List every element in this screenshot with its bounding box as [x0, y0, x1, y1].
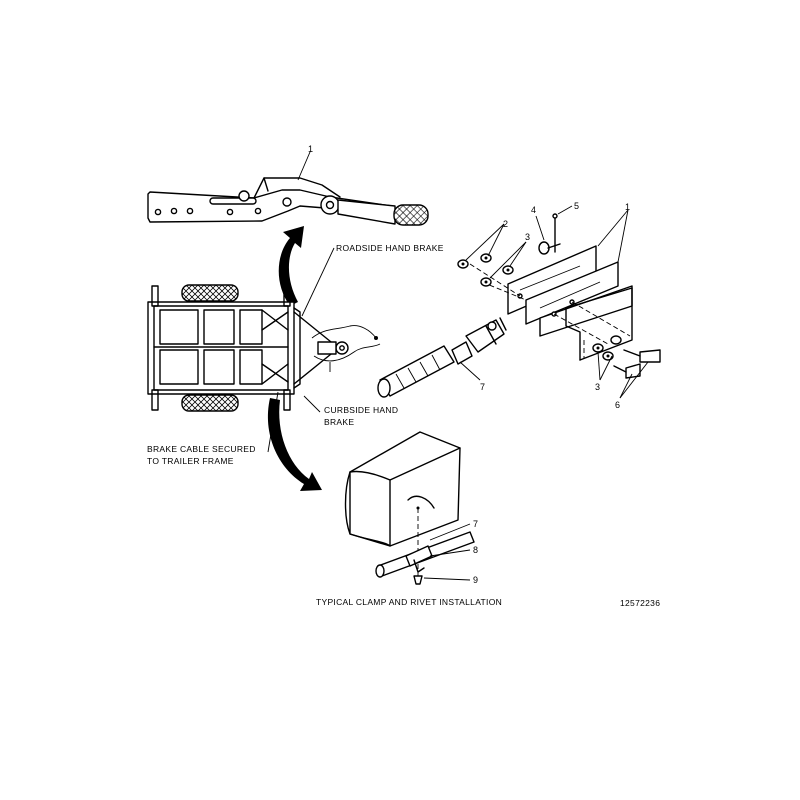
curved-arrow-up-icon	[278, 226, 304, 306]
roadside-hand-brake-label: ROADSIDE HAND BRAKE	[336, 243, 444, 253]
hand-brake-lever	[147, 177, 429, 226]
typical-installation-caption: TYPICAL CLAMP AND RIVET INSTALLATION	[316, 597, 502, 607]
callout-1-lever: 1	[308, 144, 313, 154]
callout-7-cable: 7	[480, 382, 485, 392]
brake-mounting-exploded	[377, 213, 661, 398]
brake-cable-label-line1: BRAKE CABLE SECURED	[147, 444, 256, 454]
callout-3-lower: 3	[595, 382, 600, 392]
trailer-chassis	[147, 284, 381, 412]
callout-5: 5	[574, 201, 579, 211]
callout-7-clamp: 7	[473, 519, 478, 529]
brake-cable-label-line2: TO TRAILER FRAME	[147, 456, 234, 466]
leader-lines	[267, 151, 649, 581]
figure-id: 12572236	[620, 598, 660, 608]
curbside-hand-brake-label-line1: CURBSIDE HAND	[324, 405, 398, 415]
callout-3-upper: 3	[525, 232, 530, 242]
curved-arrow-down-icon	[267, 398, 322, 491]
callout-6: 6	[615, 400, 620, 410]
curbside-hand-brake-label-line2: BRAKE	[324, 417, 354, 427]
callout-1-plates: 1	[625, 202, 630, 212]
clamp-rivet-detail	[344, 431, 475, 585]
callout-9: 9	[473, 575, 478, 585]
callout-8: 8	[473, 545, 478, 555]
callout-2: 2	[503, 219, 508, 229]
callout-4: 4	[531, 205, 536, 215]
